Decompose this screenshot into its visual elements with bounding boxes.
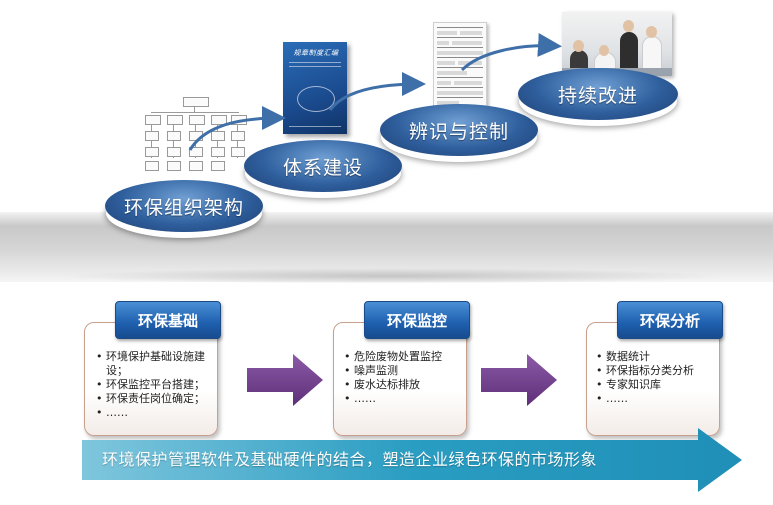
- pillar-list-3: 数据统计 环保指标分类分析 专家知识库 ……: [596, 350, 718, 406]
- list-item: ……: [344, 392, 464, 406]
- right-arrow-icon: [247, 354, 323, 406]
- list-item: ……: [596, 392, 718, 406]
- list-item: 废水达标排放: [344, 378, 464, 392]
- stair-step-3: 辨识与控制: [380, 104, 538, 156]
- stair-step-1: 环保组织架构: [105, 180, 263, 232]
- right-arrow-icon: [481, 354, 557, 406]
- org-chart-illustration: [145, 97, 247, 177]
- stair-label: 体系建设: [282, 156, 363, 179]
- list-item: 噪声监测: [344, 364, 464, 378]
- list-item: 环保指标分类分析: [596, 364, 718, 378]
- list-item: 数据统计: [596, 350, 718, 364]
- banner-arrow: [82, 428, 742, 492]
- list-item: ……: [96, 406, 224, 420]
- book-title: 规章制度汇编: [293, 49, 339, 57]
- pillar-list-2: 危险废物处置监控 噪声监测 废水达标排放 ……: [344, 350, 464, 406]
- list-item: 环保监控平台搭建；: [96, 378, 224, 392]
- stair-label: 辨识与控制: [408, 120, 509, 143]
- horizon-shadow: [60, 268, 720, 284]
- list-item: 环境保护基础设施建设；: [96, 350, 224, 378]
- banner-text: 环境保护管理软件及基础硬件的结合，塑造企业绿色环保的市场形象: [102, 450, 598, 469]
- meeting-photo-illustration: [562, 12, 672, 76]
- pillar-list-1: 环境保护基础设施建设； 环保监控平台搭建； 环保责任岗位确定； ……: [96, 350, 224, 420]
- stair-label: 环保组织架构: [123, 196, 244, 219]
- list-item: 专家知识库: [596, 378, 718, 392]
- stair-label: 持续改进: [557, 84, 638, 107]
- pillar-title-3: 环保分析: [617, 301, 723, 339]
- pillar-title-1: 环保基础: [115, 301, 221, 339]
- list-item: 环保责任岗位确定；: [96, 392, 224, 406]
- table-document-illustration: [433, 22, 487, 114]
- stair-step-2: 体系建设: [244, 140, 402, 192]
- list-item: 危险废物处置监控: [344, 350, 464, 364]
- stair-step-4: 持续改进: [518, 68, 678, 120]
- pillar-title-2: 环保监控: [364, 301, 470, 339]
- regulation-book-illustration: 规章制度汇编: [283, 42, 347, 134]
